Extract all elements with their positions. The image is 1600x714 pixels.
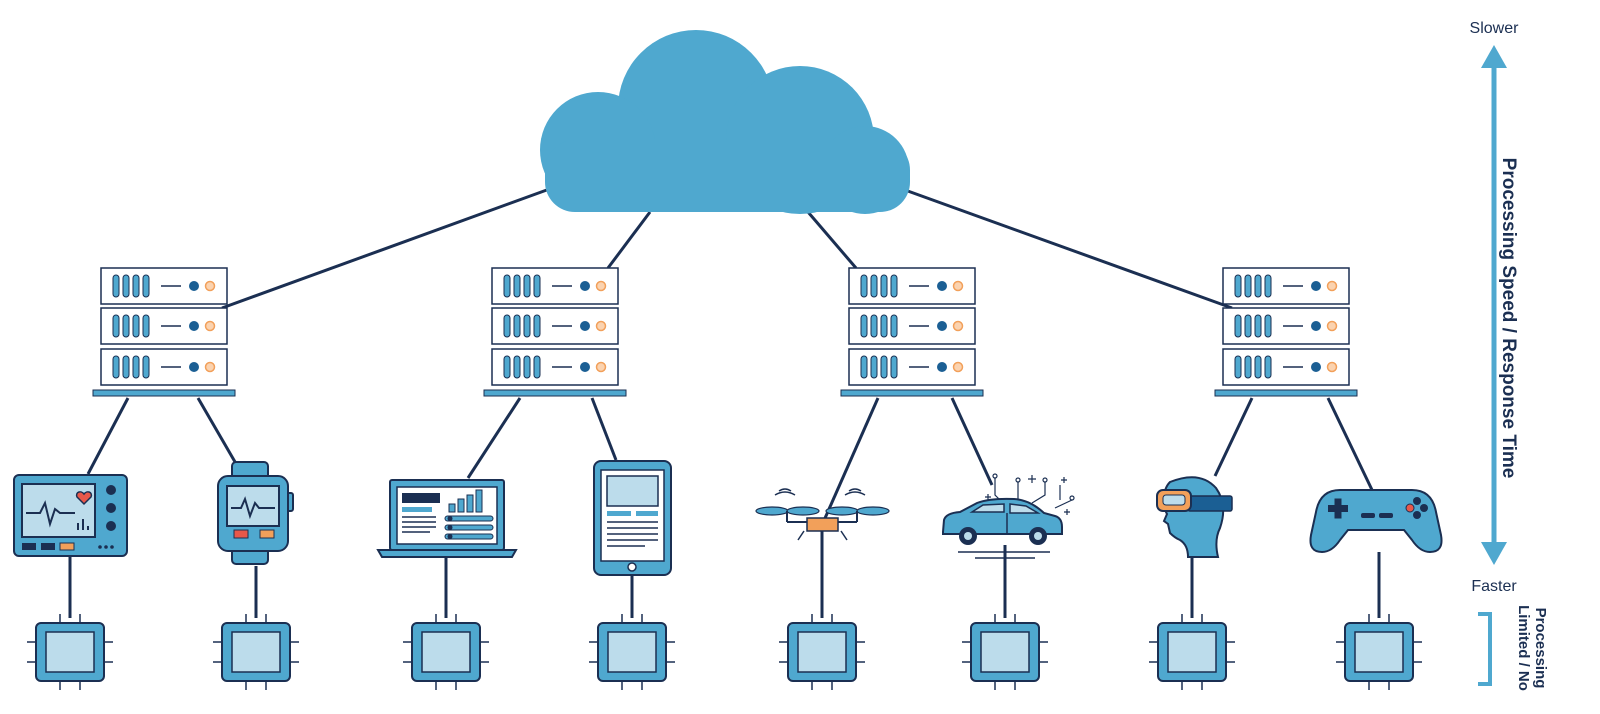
connection-line bbox=[1326, 397, 1375, 493]
drone-icon bbox=[755, 488, 890, 541]
connection-line bbox=[806, 211, 858, 269]
tablet-icon bbox=[593, 460, 672, 576]
vr-headset-icon bbox=[1156, 476, 1233, 558]
connection-line bbox=[950, 397, 994, 486]
cloud-icon bbox=[540, 30, 910, 214]
server-racks bbox=[92, 267, 1358, 397]
game-controller-icon bbox=[1309, 489, 1443, 554]
microchip-icon bbox=[213, 614, 299, 690]
microchips bbox=[27, 614, 1422, 690]
devices bbox=[13, 460, 1443, 576]
server-rack-icon bbox=[483, 267, 627, 397]
connection-line bbox=[86, 397, 130, 475]
server-rack-icon bbox=[840, 267, 984, 397]
connected-car-icon bbox=[942, 473, 1075, 559]
connection-line bbox=[1213, 397, 1254, 477]
microchip-icon bbox=[27, 614, 113, 690]
connection-line bbox=[466, 397, 522, 479]
microchip-icon bbox=[403, 614, 489, 690]
bracket-label-line1: Limited / No bbox=[1515, 605, 1532, 691]
microchip-icon bbox=[1336, 614, 1422, 690]
smartwatch-icon bbox=[217, 461, 294, 565]
connection-line bbox=[820, 397, 880, 526]
microchip-icon bbox=[962, 614, 1048, 690]
connection-line bbox=[904, 188, 1233, 310]
microchip-icon bbox=[589, 614, 675, 690]
laptop-icon bbox=[376, 479, 518, 558]
axis-title: Processing Speed / Response Time bbox=[1498, 158, 1519, 479]
patient-monitor-icon bbox=[13, 474, 128, 557]
connection-line bbox=[590, 397, 618, 461]
speed-axis: Slower Processing Speed / Response Time … bbox=[1470, 20, 1549, 691]
axis-faster-label: Faster bbox=[1471, 578, 1517, 595]
arrow-down-icon bbox=[1481, 542, 1507, 565]
bracket-label-line2: Processing bbox=[1532, 608, 1549, 689]
processing-bracket bbox=[1478, 612, 1492, 686]
connection-line bbox=[606, 211, 652, 269]
server-rack-icon bbox=[1214, 267, 1358, 397]
microchip-icon bbox=[779, 614, 865, 690]
connection-line bbox=[221, 185, 556, 310]
connection-lines bbox=[68, 185, 1381, 618]
microchip-icon bbox=[1149, 614, 1235, 690]
arrow-up-icon bbox=[1481, 45, 1507, 68]
axis-slower-label: Slower bbox=[1470, 20, 1520, 37]
server-rack-icon bbox=[92, 267, 236, 397]
